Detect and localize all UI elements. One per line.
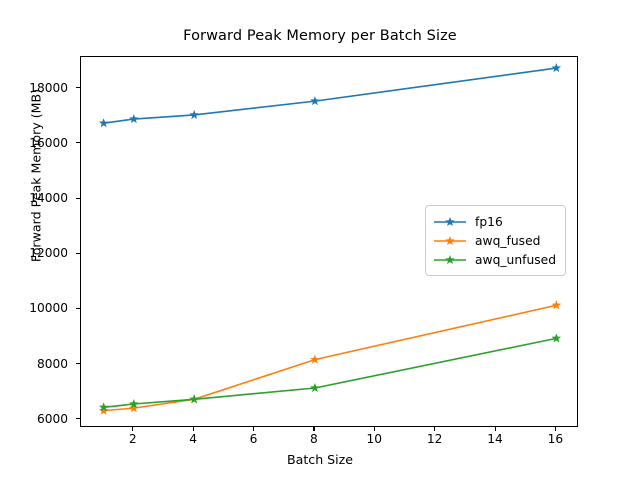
data-point-marker bbox=[310, 96, 320, 106]
legend-item-fp16[interactable]: fp16 bbox=[433, 212, 556, 231]
y-tick-mark bbox=[76, 307, 80, 309]
x-tick-label: 12 bbox=[426, 432, 443, 446]
legend-marker-icon bbox=[433, 253, 467, 267]
x-tick-label: 6 bbox=[249, 432, 258, 446]
data-point-marker bbox=[98, 405, 109, 415]
data-point-marker bbox=[551, 333, 562, 343]
series-line bbox=[103, 337, 557, 409]
legend-item-awq_unfused[interactable]: awq_unfused bbox=[433, 250, 556, 269]
y-tick-label: 10000 bbox=[29, 301, 68, 316]
data-point-marker bbox=[129, 403, 139, 413]
x-axis-label: Batch Size bbox=[286, 452, 354, 467]
y-tick-label: 18000 bbox=[29, 80, 68, 95]
x-tick-mark bbox=[373, 427, 375, 431]
x-tick-label: 2 bbox=[128, 432, 137, 446]
x-tick-mark bbox=[132, 427, 134, 431]
legend-marker-icon bbox=[433, 234, 467, 248]
y-tick-label: 14000 bbox=[29, 191, 68, 206]
data-point-marker bbox=[551, 300, 562, 310]
series-line bbox=[103, 67, 557, 124]
x-tick-mark bbox=[313, 427, 315, 431]
y-tick-mark bbox=[76, 87, 80, 89]
x-tick-mark bbox=[192, 427, 194, 431]
y-tick-mark bbox=[76, 252, 80, 254]
x-tick-label: 4 bbox=[189, 432, 198, 446]
chart-title: Forward Peak Memory per Batch Size bbox=[183, 28, 457, 44]
y-tick-mark bbox=[76, 418, 80, 420]
y-tick-label: 16000 bbox=[29, 135, 68, 150]
x-tick-mark bbox=[494, 427, 496, 431]
x-tick-label: 14 bbox=[487, 432, 503, 446]
y-tick-label: 12000 bbox=[29, 246, 68, 261]
data-point-marker bbox=[189, 109, 199, 119]
data-point-marker bbox=[129, 399, 139, 409]
y-tick-mark bbox=[76, 363, 80, 365]
data-point-marker bbox=[310, 383, 320, 393]
x-tick-mark bbox=[434, 427, 436, 431]
y-tick-label: 8000 bbox=[36, 356, 68, 371]
data-point-marker bbox=[310, 354, 320, 364]
legend-label: fp16 bbox=[475, 214, 503, 229]
y-tick-mark bbox=[76, 197, 80, 199]
y-tick-mark bbox=[76, 142, 80, 144]
series-awq_fused bbox=[98, 300, 562, 415]
data-point-marker bbox=[98, 402, 109, 412]
data-point-marker bbox=[129, 114, 139, 124]
legend: fp16 awq_fused awq_unfused bbox=[425, 205, 567, 276]
y-tick-label: 6000 bbox=[36, 411, 68, 426]
legend-item-awq_fused[interactable]: awq_fused bbox=[433, 231, 556, 250]
x-tick-label: 8 bbox=[310, 432, 318, 446]
legend-label: awq_fused bbox=[475, 233, 541, 248]
legend-marker-icon bbox=[433, 215, 467, 229]
series-fp16 bbox=[98, 63, 562, 128]
x-tick-label: 10 bbox=[366, 432, 383, 446]
series-awq_unfused bbox=[98, 333, 562, 412]
x-tick-label: 16 bbox=[547, 432, 564, 446]
data-point-marker bbox=[551, 63, 562, 73]
series-lines bbox=[98, 63, 562, 415]
x-tick-mark bbox=[554, 427, 556, 431]
data-point-marker bbox=[189, 394, 199, 404]
series-line bbox=[103, 304, 557, 412]
legend-label: awq_unfused bbox=[475, 252, 557, 267]
data-point-marker bbox=[98, 118, 109, 128]
x-tick-mark bbox=[253, 427, 255, 431]
